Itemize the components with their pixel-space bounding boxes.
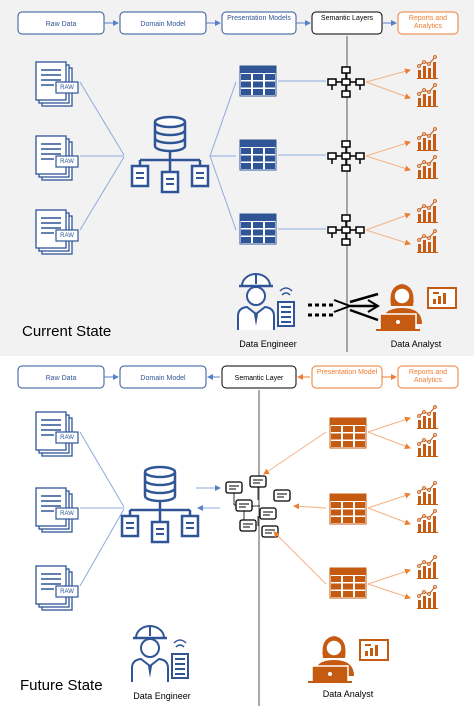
- presentation-to-semantic-connectors: [263, 431, 327, 585]
- header-reports-analytics: Reports and Analytics: [409, 15, 447, 30]
- domain-model-database-icon: [120, 465, 200, 544]
- current-headers: [17, 11, 459, 35]
- raw-to-domain-connectors: [79, 431, 125, 587]
- header-raw-data: Raw Data: [46, 21, 77, 28]
- raw-badge: RAW: [60, 159, 74, 165]
- future-headers: [17, 365, 459, 389]
- raw-badge: RAW: [60, 85, 74, 91]
- engineer-label: Data Engineer: [239, 339, 297, 349]
- header-domain-model: Domain Model: [140, 21, 186, 28]
- analyst-label: Data Analyst: [323, 689, 374, 699]
- data-engineer-icon: [130, 624, 190, 684]
- presentation-model-tables-current: [239, 65, 277, 245]
- domain-semantic-connectors: [196, 485, 221, 511]
- raw-to-domain-connectors: [79, 81, 125, 231]
- analyst-label: Data Analyst: [391, 339, 442, 349]
- header-presentation-model: Presentation Model: [317, 369, 377, 376]
- raw-badge: RAW: [60, 435, 74, 441]
- handoff-arrow-icon: [308, 292, 380, 322]
- presentation-to-reports-connectors: [367, 416, 411, 600]
- raw-badge: RAW: [60, 589, 74, 595]
- header-raw-data: Raw Data: [46, 375, 77, 382]
- header-presentation-models: Presentation Models: [227, 15, 291, 22]
- header-domain-model: Domain Model: [140, 375, 186, 382]
- data-analyst-icon: [307, 635, 389, 683]
- presentation-model-tables-future: [329, 417, 367, 599]
- header-semantic-layer: Semantic Layer: [235, 375, 284, 382]
- current-state-title: Current State: [22, 323, 111, 340]
- header-reports-analytics: Reports and Analytics: [409, 369, 447, 384]
- header-semantic-layers: Semantic Layers: [321, 15, 373, 22]
- semantic-to-reports-connectors: [365, 68, 411, 246]
- engineer-label: Data Engineer: [133, 691, 191, 701]
- domain-to-presentation-connectors: [209, 81, 237, 231]
- future-state-title: Future State: [20, 677, 103, 694]
- report-chart-icons-future: [416, 405, 439, 609]
- semantic-layer-icon-future: [225, 475, 291, 538]
- raw-badge: RAW: [60, 511, 74, 517]
- raw-badge: RAW: [60, 233, 74, 239]
- presentation-to-semantic-connectors: [278, 80, 326, 230]
